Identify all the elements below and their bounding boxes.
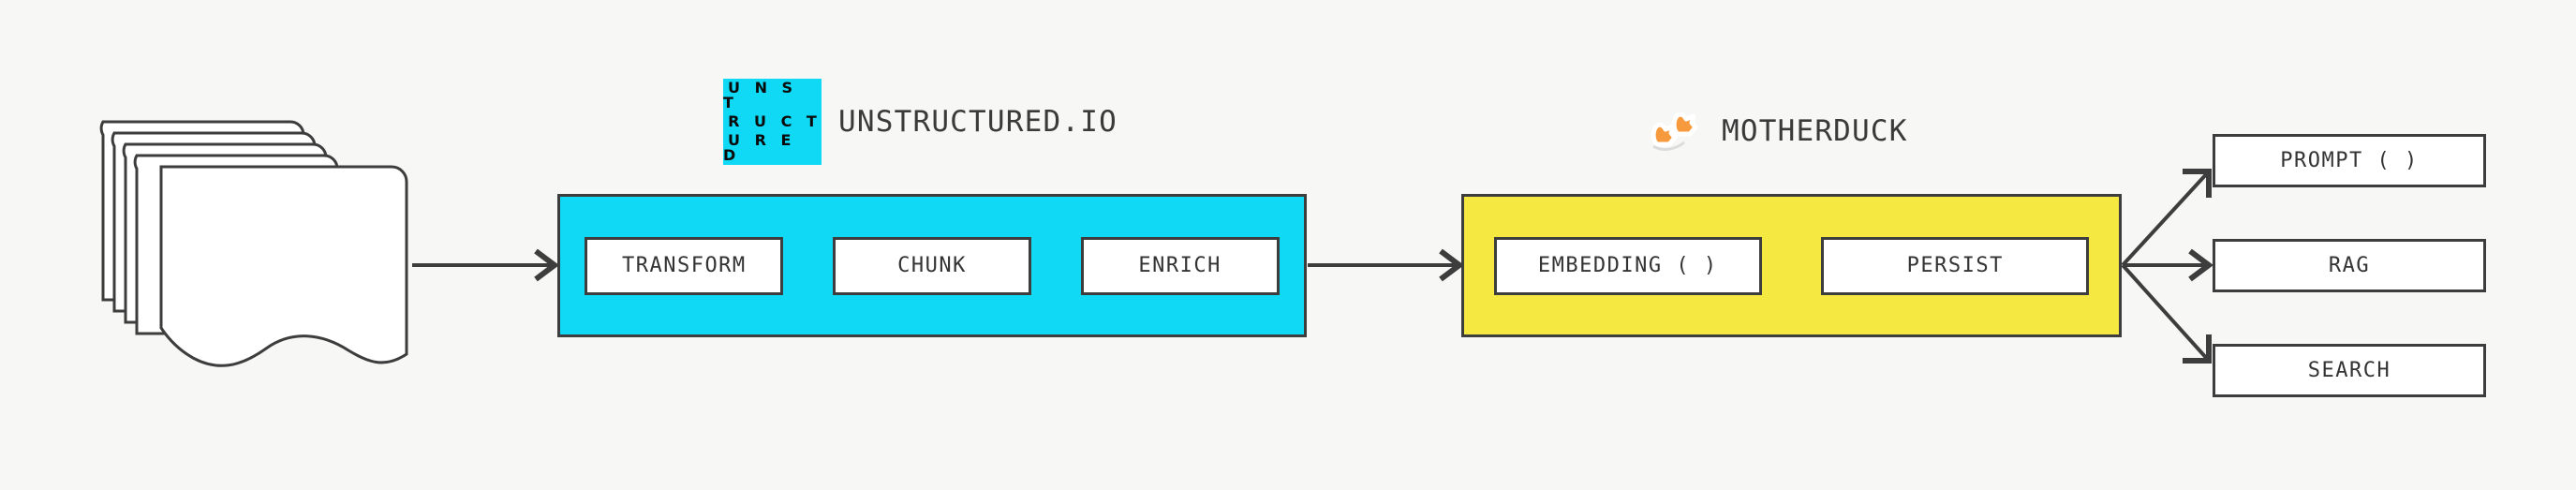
arrow-motherduck-to-prompt xyxy=(2121,170,2211,267)
output-box-search[interactable]: SEARCH xyxy=(2213,344,2486,397)
motherduck-ducks-icon xyxy=(1647,111,1705,152)
node-persist[interactable]: PERSIST xyxy=(1821,236,2090,295)
node-transform[interactable]: TRANSFORM xyxy=(585,236,784,295)
unstructured-stage-panel: TRANSFORM CHUNK ENRICH xyxy=(557,194,1307,337)
document-sheet-4 xyxy=(111,131,317,313)
node-chunk[interactable]: CHUNK xyxy=(832,236,1031,295)
unstructured-logo-label: UNSTRUCTURED.IO xyxy=(838,105,1118,139)
unstructured-logo-lockup: U N S T R U C T U R E D UNSTRUCTURED.IO xyxy=(723,79,1118,165)
document-sheet-2 xyxy=(133,154,339,335)
motherduck-logo-label: MOTHERDUCK xyxy=(1722,114,1908,148)
document-sheet-1-front xyxy=(159,165,408,367)
motherduck-logo-lockup: MOTHERDUCK xyxy=(1647,111,1908,152)
document-sheet-5 xyxy=(99,120,305,302)
motherduck-stage-panel: EMBEDDING ( ) PERSIST xyxy=(1461,194,2122,337)
document-sheet-3 xyxy=(122,142,328,324)
unstructured-mark-line-1: U N S T xyxy=(723,79,798,111)
node-enrich[interactable]: ENRICH xyxy=(1080,236,1280,295)
output-box-prompt[interactable]: PROMPT ( ) xyxy=(2213,134,2486,187)
unstructured-square-icon: U N S T R U C T U R E D xyxy=(723,79,822,165)
unstructured-mark-line-3: U R E D xyxy=(723,131,796,164)
output-box-rag[interactable]: RAG xyxy=(2213,239,2486,292)
node-embedding[interactable]: EMBEDDING ( ) xyxy=(1493,236,1762,295)
unstructured-mark-line-2: R U C T xyxy=(728,112,822,130)
arrow-motherduck-to-search xyxy=(2121,263,2211,363)
